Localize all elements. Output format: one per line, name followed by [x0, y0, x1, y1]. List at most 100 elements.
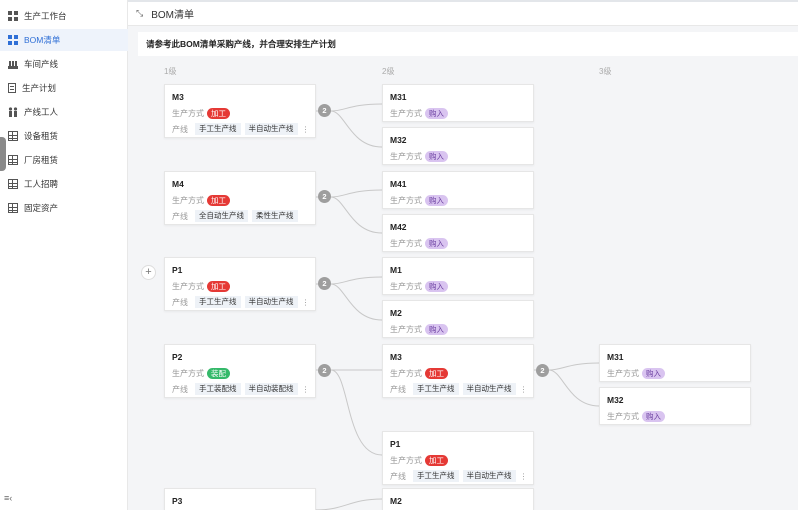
bom-node-m31-sub[interactable]: M31 生产方式购入 [599, 344, 751, 382]
method-tag: 加工 [425, 454, 448, 466]
method-tag: 购入 [425, 107, 448, 119]
node-name: M4 [172, 179, 184, 189]
bom-node-m42[interactable]: M42 生产方式购入 [382, 214, 534, 252]
node-name: M31 [390, 92, 407, 102]
line-chip: 手工生产线 [413, 383, 459, 395]
sidebar-drag-handle[interactable] [0, 137, 6, 171]
node-name: M2 [390, 308, 402, 318]
bom-node-p1-sub[interactable]: P1 生产方式加工 产线手工生产线半自动生产线⋮ [382, 431, 534, 485]
sidebar-item-recruit[interactable]: 工人招聘 [0, 173, 128, 195]
method-label: 生产方式 [390, 151, 422, 161]
line-chip: 半自动装配线 [244, 383, 298, 395]
node-name: M2 [390, 496, 402, 506]
node-name: P1 [390, 439, 401, 449]
child-count-badge[interactable]: 2 [318, 277, 331, 290]
more-lines-icon[interactable]: ⋮ [301, 124, 310, 134]
method-tag: 购入 [425, 194, 448, 206]
tiles-icon [8, 11, 18, 21]
bom-node-m3-sub[interactable]: M3 生产方式加工 产线手工生产线半自动生产线⋮ [382, 344, 534, 398]
bom-node-m4[interactable]: M4 生产方式加工 产线全自动生产线柔性生产线 [164, 171, 316, 225]
page-title: BOM清单 [151, 10, 194, 21]
sidebar-item-label: 产线工人 [24, 107, 59, 117]
sidebar-item-workbench[interactable]: 生产工作台 [0, 5, 128, 27]
child-count-badge[interactable]: 2 [318, 104, 331, 117]
bom-node-m31[interactable]: M31 生产方式购入 [382, 84, 534, 122]
child-count-badge[interactable]: 2 [318, 190, 331, 203]
expand-icon[interactable]: ⤡ [136, 8, 144, 18]
node-name: M41 [390, 179, 407, 189]
sidebar-item-plant-lease[interactable]: 厂房租赁 [0, 149, 128, 171]
sidebar-item-label: 工人招聘 [24, 179, 59, 189]
table-icon [8, 131, 18, 141]
node-name: P3 [172, 496, 183, 506]
bom-node-p3[interactable]: P3 [164, 488, 316, 510]
method-tag: 加工 [425, 367, 448, 379]
level-label-2: 2级 [382, 67, 395, 76]
table-icon [8, 203, 18, 213]
add-node-button[interactable]: + [141, 265, 156, 280]
child-count-badge[interactable]: 2 [318, 364, 331, 377]
method-label: 生产方式 [390, 281, 422, 291]
more-lines-icon[interactable]: ⋮ [301, 384, 310, 394]
bom-node-p2[interactable]: P2 生产方式装配 产线手工装配线半自动装配线⋮ [164, 344, 316, 398]
method-label: 生产方式 [172, 195, 204, 205]
bom-node-m2[interactable]: M2 生产方式购入 [382, 300, 534, 338]
page-header: ⤡ BOM清单 [128, 2, 798, 26]
line-chip: 手工生产线 [413, 470, 459, 482]
line-chip: 半自动生产线 [244, 123, 298, 135]
sidebar-item-equipment-lease[interactable]: 设备租赁 [0, 125, 128, 147]
line-label: 产线 [390, 384, 406, 394]
method-label: 生产方式 [390, 455, 422, 465]
people-icon [8, 107, 18, 117]
sidebar-item-workers[interactable]: 产线工人 [0, 101, 128, 123]
sidebar-item-workshop[interactable]: 车间产线 [0, 53, 128, 75]
sidebar-item-label: 设备租赁 [24, 131, 59, 141]
line-label: 产线 [172, 124, 188, 134]
sidebar-item-label: 生产工作台 [24, 11, 67, 21]
collapse-menu-icon[interactable]: ≡‹ [4, 493, 13, 503]
line-label: 产线 [390, 471, 406, 481]
node-name: M3 [172, 92, 184, 102]
method-label: 生产方式 [390, 108, 422, 118]
bom-node-m1[interactable]: M1 生产方式购入 [382, 257, 534, 295]
line-chip: 柔性生产线 [252, 210, 298, 222]
factory-icon [8, 59, 18, 69]
method-tag: 加工 [207, 280, 230, 292]
node-name: M42 [390, 222, 407, 232]
sidebar-item-label: 生产计划 [22, 83, 57, 93]
bom-node-m32-sub[interactable]: M32 生产方式购入 [599, 387, 751, 425]
line-chip: 手工装配线 [195, 383, 241, 395]
method-label: 生产方式 [172, 281, 204, 291]
sidebar-item-label: 厂房租赁 [24, 155, 59, 165]
level-label-1: 1级 [164, 67, 177, 76]
method-tag: 购入 [425, 323, 448, 335]
bom-node-m3[interactable]: M3 生产方式加工 产线手工生产线半自动生产线⋮ [164, 84, 316, 138]
sidebar-item-label: BOM清单 [24, 35, 61, 45]
method-label: 生产方式 [390, 195, 422, 205]
method-label: 生产方式 [172, 368, 204, 378]
node-name: P1 [172, 265, 183, 275]
instruction-banner: 请参考此BOM清单采购产线，并合理安排生产计划 [138, 32, 798, 56]
method-tag: 加工 [207, 107, 230, 119]
table-icon [8, 179, 18, 189]
more-lines-icon[interactable]: ⋮ [519, 471, 528, 481]
bom-node-m2-sub[interactable]: M2 [382, 488, 534, 510]
sidebar-item-assets[interactable]: 固定资产 [0, 197, 128, 219]
line-label: 产线 [172, 297, 188, 307]
table-icon [8, 155, 18, 165]
method-tag: 购入 [425, 150, 448, 162]
child-count-badge[interactable]: 2 [536, 364, 549, 377]
method-tag: 购入 [642, 410, 665, 422]
node-name: M32 [607, 395, 624, 405]
method-label: 生产方式 [390, 324, 422, 334]
more-lines-icon[interactable]: ⋮ [301, 297, 310, 307]
bom-node-m41[interactable]: M41 生产方式购入 [382, 171, 534, 209]
more-lines-icon[interactable]: ⋮ [519, 384, 528, 394]
node-name: M1 [390, 265, 402, 275]
node-name: P2 [172, 352, 183, 362]
sidebar: 生产工作台 BOM清单 车间产线 生产计划 产线工人 设备租赁 厂房租赁 工人招… [0, 0, 128, 510]
bom-node-m32[interactable]: M32 生产方式购入 [382, 127, 534, 165]
bom-node-p1[interactable]: P1 生产方式加工 产线手工生产线半自动生产线⋮ [164, 257, 316, 311]
sidebar-item-bom[interactable]: BOM清单 [0, 29, 128, 51]
sidebar-item-plan[interactable]: 生产计划 [0, 77, 128, 99]
